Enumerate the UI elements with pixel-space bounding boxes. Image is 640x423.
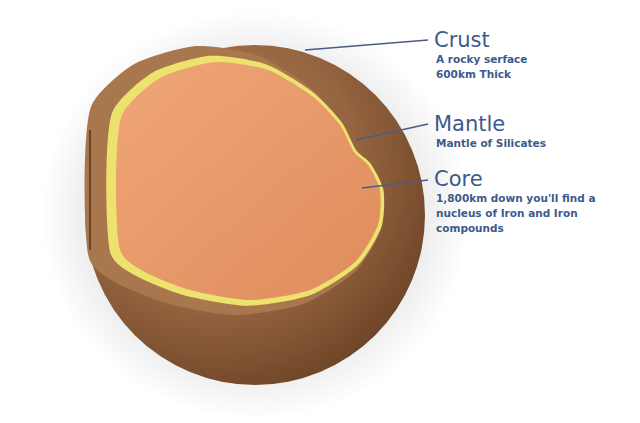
part-description: A rocky serface 600km Thick xyxy=(436,52,548,82)
crust-sphere xyxy=(85,45,425,385)
part-description: Mantle of Silicates xyxy=(436,136,626,151)
mantle-face xyxy=(106,56,384,306)
cut-edge xyxy=(89,130,91,250)
part-description: 1,800km down you'll find a nucleus of Ir… xyxy=(436,191,606,236)
leader-line xyxy=(356,124,428,140)
part-name: Mantle xyxy=(434,112,614,136)
cut-faces xyxy=(85,46,385,315)
core-face xyxy=(116,62,381,300)
part-name: Core xyxy=(434,167,614,191)
leader-line xyxy=(362,180,428,188)
crust-face xyxy=(85,46,384,315)
leader-line xyxy=(305,40,428,50)
part-name: Crust xyxy=(434,28,614,52)
shadow-glow xyxy=(40,10,470,420)
